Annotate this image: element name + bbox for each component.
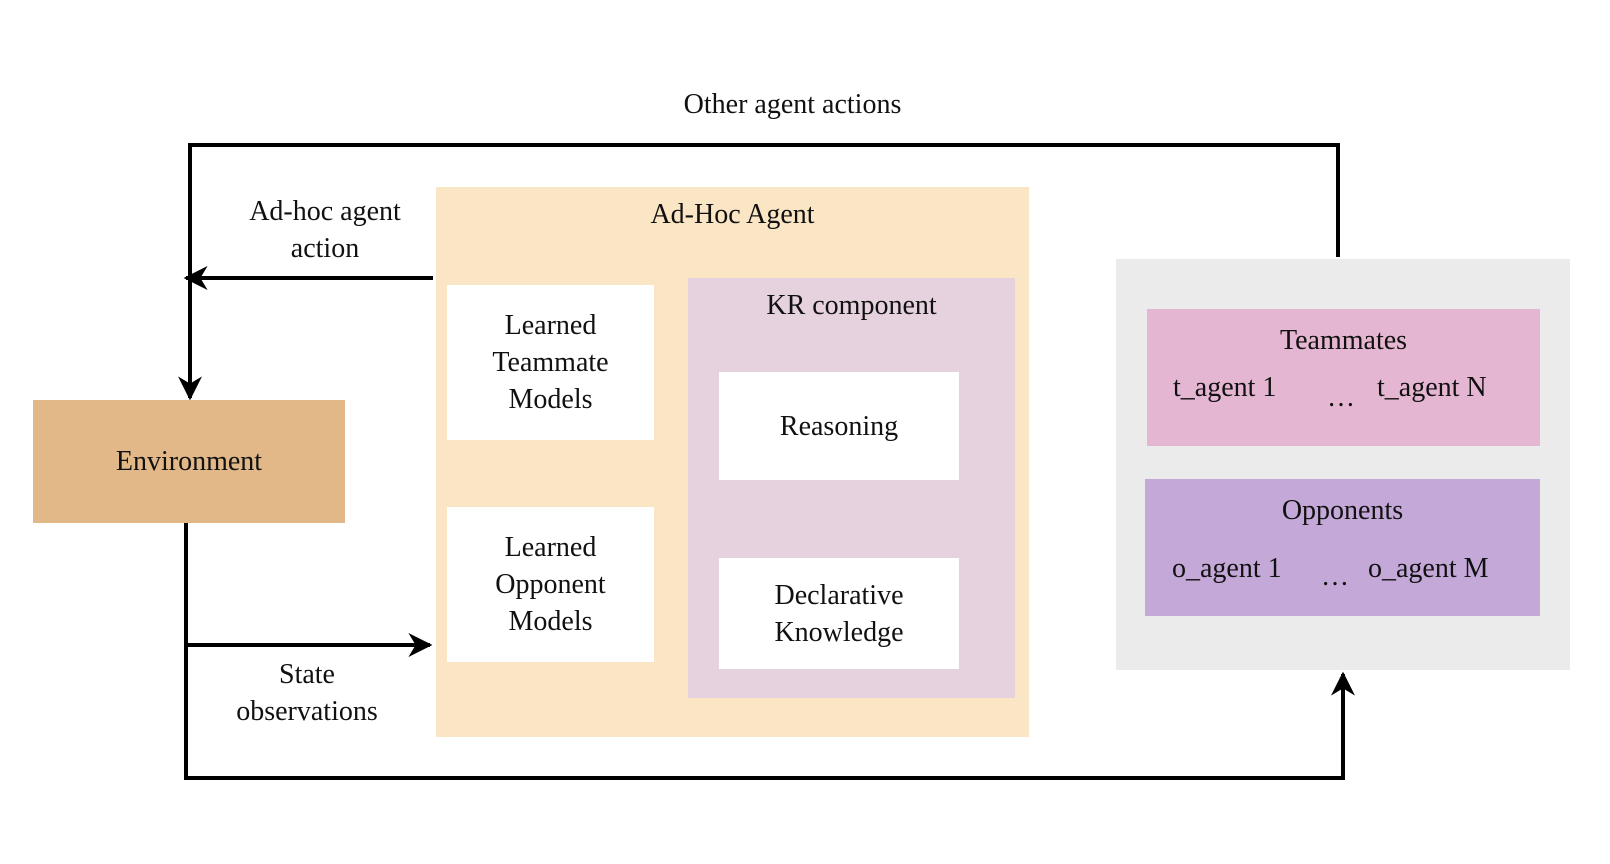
opponent-models-line3: Models [508,606,593,637]
opponent-models-line1: Learned [504,532,597,563]
teammates-first-agent: t_agent 1 [1173,372,1277,403]
environment-to-others-arrow [184,645,1355,780]
opponents-first-agent: o_agent 1 [1172,553,1282,584]
reasoning-box: Reasoning [719,372,959,480]
declarative-knowledge-line2: Knowledge [774,616,904,648]
declarative-knowledge-line1: Declarative [774,579,904,611]
adhoc-agent-box: Ad-Hoc Agent Learned Teammate Models Lea… [436,187,1029,737]
teammates-last-agent: t_agent N [1377,372,1487,403]
state-observations-line2: observations [236,696,378,727]
opponents-last-agent: o_agent M [1368,553,1489,584]
teammate-models-line3: Models [508,384,593,415]
teammate-models-line2: Teammate [492,347,609,378]
adhoc-agent-action-label: Ad-hoc agent action [220,193,430,267]
teammates-title: Teammates [1279,325,1408,356]
state-observations-label: State observations [212,656,402,730]
reasoning-label: Reasoning [779,410,899,442]
adhoc-agent-title: Ad-Hoc Agent [650,199,815,230]
teammates-box: Teammates t_agent 1 … t_agent N [1147,309,1540,446]
opponent-models-line2: Opponent [495,569,606,600]
teammates-ellipsis: … [1327,382,1355,413]
other-agent-actions-label: Other agent actions [683,89,902,120]
opponents-title: Opponents [1281,495,1404,526]
adhoc-agent-action-line1: Ad-hoc agent [249,196,401,227]
other-agents-panel: Teammates t_agent 1 … t_agent N Opponent… [1116,259,1570,670]
teammate-models-line1: Learned [504,310,597,341]
state-observations-line1: State [279,659,335,690]
opponents-ellipsis: … [1321,561,1349,592]
opponent-models-box: Learned Opponent Models [447,507,654,662]
state-observations-arrow [184,523,433,657]
kr-component-title: KR component [766,290,937,321]
declarative-knowledge-box: Declarative Knowledge [719,558,959,669]
environment-box: Environment [33,400,345,523]
teammate-models-box: Learned Teammate Models [447,285,654,440]
adhoc-agent-action-line2: action [290,233,360,264]
kr-component-box: KR component Reasoning Declarative Knowl… [688,278,1015,698]
environment-label: Environment [115,446,263,477]
opponents-box: Opponents o_agent 1 … o_agent M [1145,479,1540,616]
